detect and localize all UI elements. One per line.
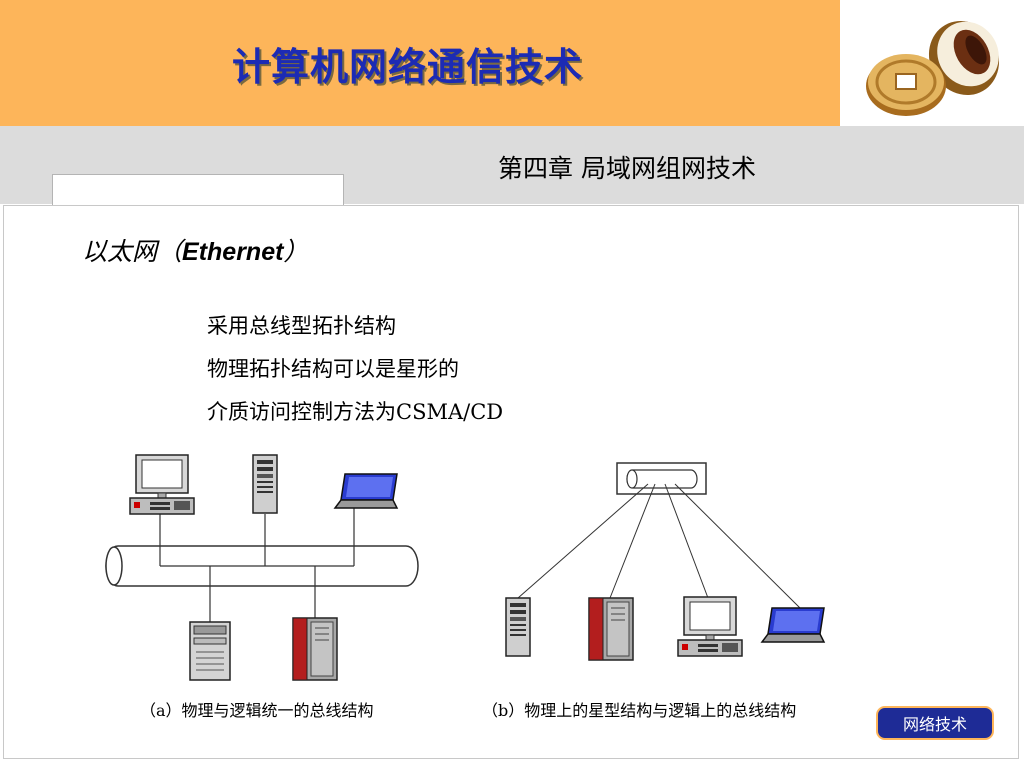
heading-en: Ethernet [182, 238, 284, 266]
bullet-item: 采用总线型拓扑结构 [207, 314, 396, 338]
pc-box-icon [189, 621, 231, 681]
logo [840, 0, 1024, 126]
subheader-tab [52, 174, 344, 209]
network-tech-button[interactable]: 网络技术 [876, 706, 994, 740]
header-band [0, 0, 840, 126]
rack-server-icon [588, 597, 634, 661]
tower-server-icon [252, 454, 278, 514]
figure-caption-a: （a）物理与逻辑统一的总线结构 [140, 701, 374, 720]
page-title: 计算机网络通信技术 [232, 44, 584, 89]
bullet-item: 物理拓扑结构可以是星形的 [207, 357, 459, 381]
coin-and-pastry-logo-icon [866, 20, 1000, 116]
chapter-title: 第四章 局域网组网技术 [498, 154, 756, 183]
tower-server-icon [505, 597, 531, 657]
heading-close: ） [283, 237, 309, 266]
star-topology [505, 462, 825, 661]
network-topology-diagram [105, 454, 825, 681]
desktop-computer-icon [677, 596, 743, 657]
desktop-computer-icon [129, 454, 195, 515]
rack-server-icon [292, 617, 338, 681]
laptop-icon [761, 607, 825, 643]
section-heading: 以太网（Ethernet） [82, 232, 308, 268]
bus-topology [105, 454, 419, 681]
figure-caption-b: （b）物理上的星型结构与逻辑上的总线结构 [482, 701, 797, 720]
heading-cn: 以太网（ [82, 237, 183, 266]
laptop-icon [334, 473, 398, 509]
bullet-item: 介质访问控制方法为CSMA/CD [207, 400, 504, 424]
